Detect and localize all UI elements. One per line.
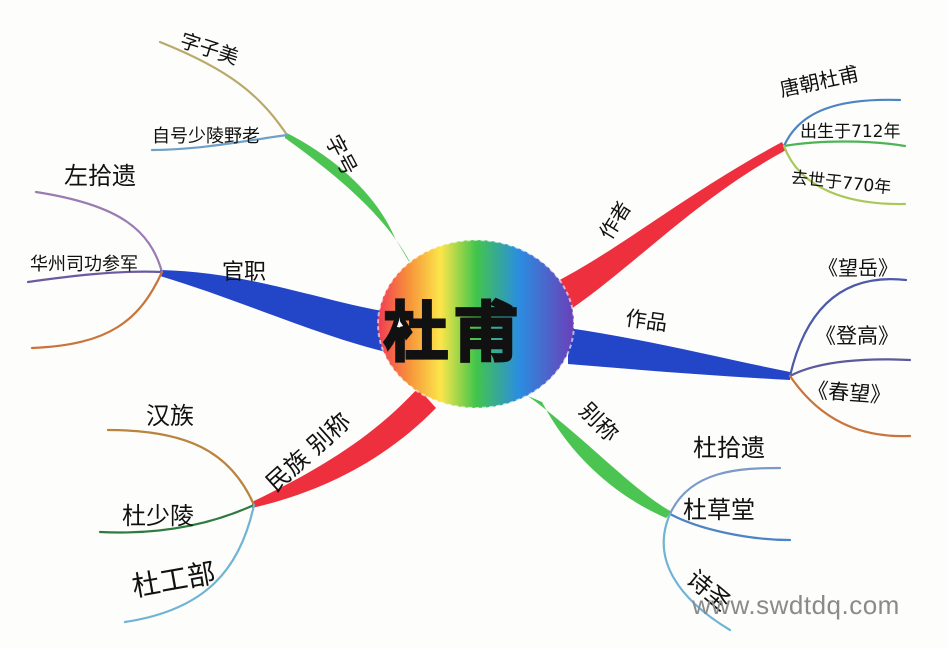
leaf-denggao: 《登高》 [815,324,899,348]
leaf-dushiyi: 杜拾遗 [693,434,765,462]
branch-zuozhe [548,142,786,318]
leaf-born: 出生于712年 [800,122,901,142]
leaf-dushaoling: 杜少陵 [122,502,194,530]
leaf-shaolingyelao: 自号少陵野老 [152,126,260,147]
center-oval-outline [377,239,575,409]
leaf-wangyue: 《望岳》 [818,256,898,280]
sub-branch-lines [26,40,912,632]
center-oval [378,240,574,408]
branch-label-guanzhi: 官职 [222,260,267,285]
leaf-zuoshiyi: 左拾遗 [64,162,136,190]
leaf-ducaotang: 杜草堂 [683,496,755,524]
leaf-chunwang: 《春望》 [806,378,892,408]
branch-biecheng [528,396,672,518]
branch-guanzhi [160,270,388,352]
branch-label-zuopin: 作品 [623,306,669,336]
leaf-hanzu: 汉族 [146,402,194,430]
watermark-text: www.swdtdq.com [692,590,900,620]
branch-zihao [285,132,414,270]
leaf-huazhousigong: 华州司功参军 [30,254,138,275]
center-title: 杜甫 [383,296,524,373]
branch-minzu [252,388,436,508]
branch-zuopin [568,328,790,380]
